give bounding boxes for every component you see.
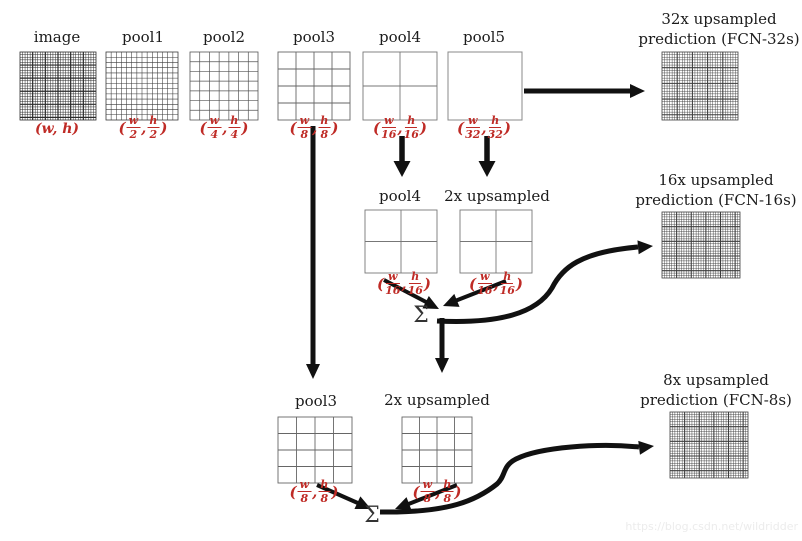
title-fcn16s-line1: 16x upsampled	[658, 171, 774, 189]
arrowhead-bot-sum-to-fcn8s	[638, 440, 654, 455]
label-mid-2x-upsampled: 2x upsampled	[444, 187, 550, 205]
title-fcn8s: 8x upsampled prediction (FCN-8s)	[640, 371, 792, 410]
arrow-bot-right-into-sum	[405, 483, 458, 507]
title-fcn8s-line2: prediction (FCN-8s)	[640, 390, 792, 409]
label-bot-2x-upsampled: 2x upsampled	[384, 391, 490, 409]
arrowhead-pool4-down	[393, 161, 411, 177]
arrowhead-bot-left-into-sum	[354, 496, 371, 510]
arrows-layer	[306, 84, 654, 515]
grid-fcn8s-prediction	[669, 411, 749, 479]
label-pool1: pool1	[121, 28, 165, 46]
arrow-bot-sum-to-fcn8s	[379, 443, 640, 515]
grid-pool1	[105, 51, 179, 121]
grid-mid-2x-upsampled	[459, 209, 533, 274]
grid-mid-pool4	[364, 209, 438, 274]
watermark: https://blog.csdn.net/wildridder	[625, 520, 798, 533]
arrowhead-mid-sum-down	[435, 358, 449, 373]
arrow-mid-sum-to-fcn16s	[436, 244, 639, 324]
label-pool5: pool5	[462, 28, 506, 46]
arrowhead-pool3-down-long	[306, 364, 320, 379]
label-pool4: pool4	[378, 28, 422, 46]
sum-symbol-mid: Σ	[413, 303, 429, 328]
title-fcn16s-line2: prediction (FCN-16s)	[635, 190, 797, 209]
grid-bot-pool3	[277, 416, 353, 484]
label-pool2: pool2	[202, 28, 246, 46]
arrowhead-mid-left-into-sum	[422, 295, 439, 309]
grid-pool5	[447, 51, 523, 121]
grid-pool2	[189, 51, 259, 121]
grid-pool3	[277, 51, 351, 121]
label-image: image	[33, 28, 81, 46]
arrowhead-pool5-down	[478, 161, 496, 177]
grid-fcn32s-prediction	[661, 51, 739, 121]
arrowhead-mid-sum-to-fcn16s	[637, 240, 653, 255]
grid-image	[19, 51, 97, 121]
arrowhead-pool5-to-fcn32s	[630, 84, 645, 98]
label-pool3: pool3	[292, 28, 336, 46]
arrowhead-bot-right-into-sum	[395, 497, 412, 511]
grid-fcn16s-prediction	[661, 211, 741, 279]
grid-bot-2x-upsampled	[401, 416, 473, 484]
grid-pool4	[362, 51, 438, 121]
title-fcn16s: 16x upsampled prediction (FCN-16s)	[635, 171, 796, 210]
label-mid-pool4: pool4	[378, 187, 422, 205]
label-bot-pool3: pool3	[294, 392, 338, 410]
title-fcn32s-line2: prediction (FCN-32s)	[638, 29, 800, 48]
arrowhead-mid-right-into-sum	[443, 293, 460, 307]
arrow-mid-right-into-sum	[454, 279, 507, 303]
arrow-bot-left-into-sum	[316, 483, 361, 506]
title-fcn32s: 32x upsampled prediction (FCN-32s)	[638, 10, 799, 49]
title-fcn32s-line1: 32x upsampled	[661, 10, 777, 28]
sum-symbol-bottom: Σ	[364, 503, 380, 528]
title-fcn8s-line1: 8x upsampled	[663, 371, 769, 389]
coord-image: (w, h)	[34, 121, 80, 137]
grids-layer	[19, 51, 749, 484]
